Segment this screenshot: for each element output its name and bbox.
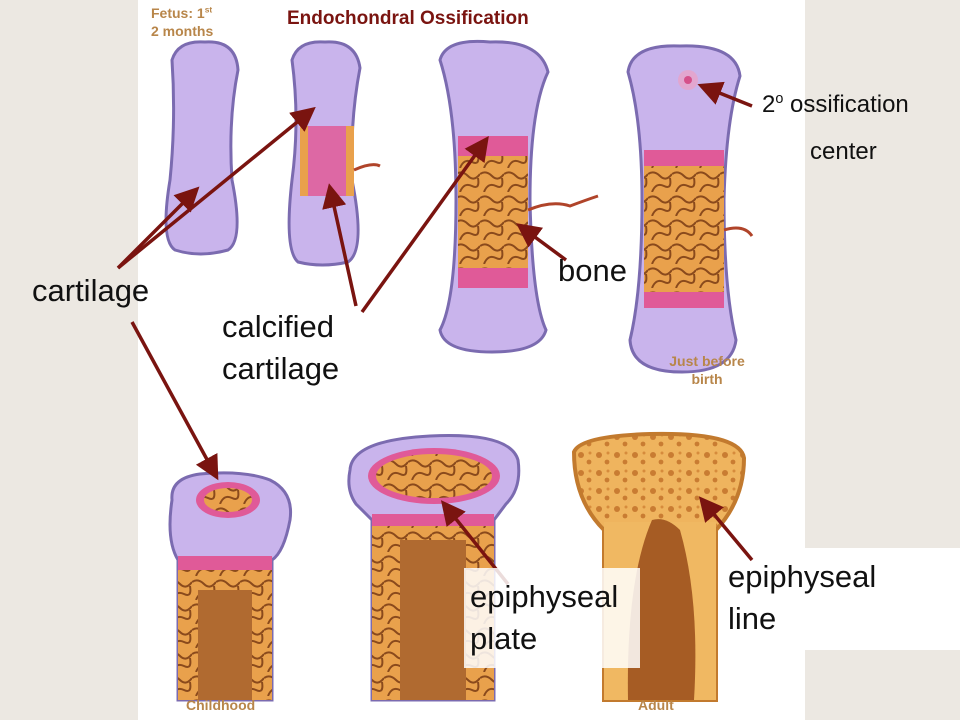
label-plate-backdrop <box>464 568 640 668</box>
leader-lines <box>116 81 754 586</box>
label-secondary-sup: o <box>775 91 784 107</box>
bone-stage-6 <box>347 434 521 702</box>
stage-label-fetus-line2: 2 months <box>151 23 214 40</box>
diagram-title: Endochondral Ossification <box>287 8 529 29</box>
label-secondary-center: center <box>810 138 877 165</box>
label-cartilage: cartilage <box>32 273 150 308</box>
label-secondary-number: 2 <box>762 91 776 118</box>
stage-label-birth: Just before birth <box>652 352 762 388</box>
label-calcified-cartilage: calcified cartilage <box>222 306 339 390</box>
right-label-panel <box>700 548 960 650</box>
bone-stage-2 <box>287 40 381 267</box>
bone-stage-4 <box>626 44 754 374</box>
label-calcified-line1: calcified <box>222 309 334 344</box>
label-epiphyseal-plate: epiphyseal plate <box>470 576 618 660</box>
stage-label-birth-line2: birth <box>691 371 723 388</box>
stage-label-fetus-line1: Fetus: 1 <box>151 5 205 21</box>
stage-label-fetus-sup: st <box>204 4 213 15</box>
label-secondary-ossification: 2o ossification <box>762 92 909 117</box>
label-epiphyseal-line: epiphyseal line <box>728 556 876 640</box>
stage-label-birth-line1: Just before <box>669 353 745 369</box>
stage-label-adult: Adult <box>638 697 674 713</box>
stage-label-fetus: Fetus: 1st 2 months <box>151 4 213 40</box>
label-bone: bone <box>558 253 627 288</box>
label-plate-line2: plate <box>470 620 538 656</box>
label-calcified-line2: cartilage <box>222 350 340 386</box>
label-line-line1: epiphyseal <box>728 559 877 594</box>
label-secondary-line1: ossification <box>783 91 909 118</box>
stage-label-childhood: Childhood <box>186 697 256 713</box>
bone-stage-5 <box>168 471 293 702</box>
label-plate-line1: epiphyseal <box>470 579 619 614</box>
label-line-line2: line <box>728 600 777 636</box>
bone-stage-3 <box>438 39 599 354</box>
